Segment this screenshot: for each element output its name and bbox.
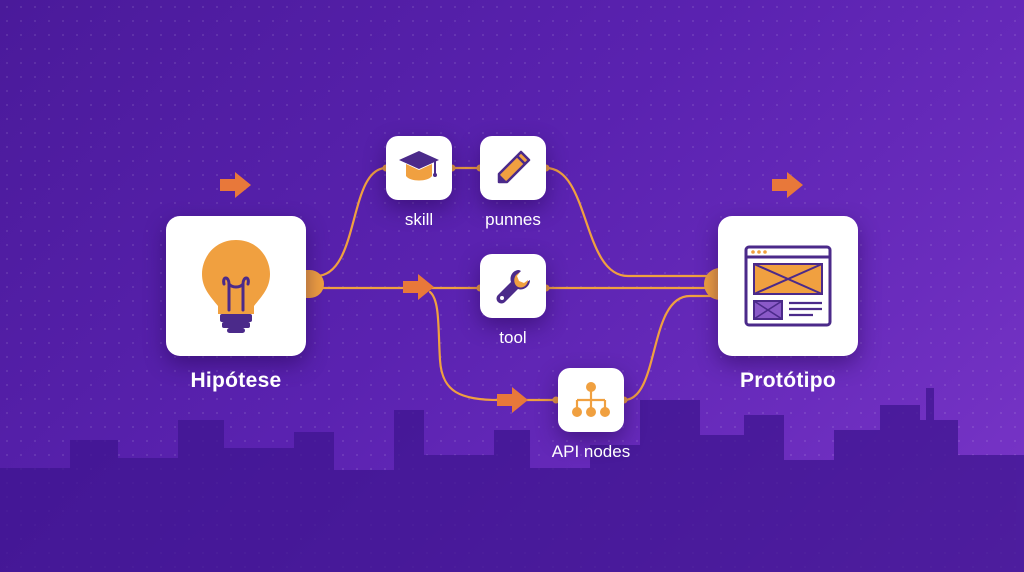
node-tool[interactable] <box>480 254 546 318</box>
flow-arrow-icon <box>772 172 803 198</box>
flow-arrow-icon <box>497 387 528 413</box>
label-tool: tool <box>499 328 527 347</box>
label-api-nodes: API nodes <box>551 442 631 461</box>
label-prototype: Protótipo <box>739 369 837 392</box>
output-port-hypothesis <box>304 270 324 298</box>
node-punnes[interactable] <box>480 136 546 200</box>
node-skill[interactable] <box>386 136 452 200</box>
label-hypothesis: Hipótese <box>190 369 282 392</box>
label-punnes: punnes <box>485 210 541 229</box>
lightbulb-icon <box>202 240 270 333</box>
node-api-nodes[interactable] <box>558 368 624 432</box>
hierarchy-icon <box>572 382 610 417</box>
node-prototype[interactable] <box>718 216 858 356</box>
connector-hypothesis-api <box>428 290 558 402</box>
wrench-icon <box>496 270 530 304</box>
node-hypothesis[interactable] <box>166 216 306 356</box>
flow-arrow-icon <box>403 274 434 300</box>
connector-api-prototype <box>622 294 714 402</box>
flow-arrow-icon <box>220 172 251 198</box>
connector-hypothesis-skill <box>314 166 388 278</box>
graduation-cap-icon <box>399 151 439 181</box>
port-dot <box>552 396 560 404</box>
wireframe-window-icon <box>744 245 832 327</box>
label-skill: skill <box>404 210 434 229</box>
pencil-icon <box>497 150 531 184</box>
connector-punnes-prototype <box>544 166 714 278</box>
